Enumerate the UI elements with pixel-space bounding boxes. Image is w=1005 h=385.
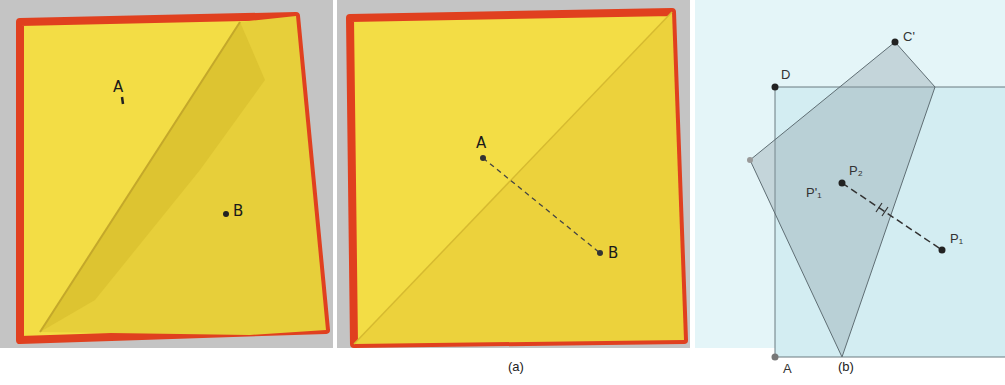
folded-flap	[750, 42, 935, 357]
photo-folded-paper	[0, 0, 333, 348]
fold-crease	[40, 22, 240, 332]
photo-background	[0, 0, 333, 348]
photo-background	[337, 0, 690, 348]
point-mark	[223, 211, 229, 217]
point-label: P₁	[950, 232, 963, 245]
vertex-label: D	[781, 68, 790, 81]
dashed-segment	[483, 158, 600, 253]
vertex-label: C'	[903, 30, 915, 43]
paper-sheet	[350, 12, 684, 344]
paper-flap	[40, 16, 326, 335]
point-label: P₂	[849, 164, 863, 177]
point-mark	[597, 250, 603, 256]
photo-unfolded-paper	[337, 0, 690, 348]
tick-mark	[876, 203, 888, 216]
square-edge	[775, 357, 1005, 358]
vertex-label: A	[783, 362, 792, 375]
panel-caption: (b)	[838, 360, 854, 373]
square-edge	[775, 87, 776, 357]
geometry-diagram	[695, 0, 1005, 361]
point-label: A	[113, 80, 123, 95]
point-label: B	[608, 246, 618, 261]
point-dot	[939, 247, 946, 254]
point-label: B	[233, 204, 243, 219]
fold-crease	[354, 12, 672, 344]
panel-caption: (a)	[508, 360, 524, 373]
point-label: P'₁	[806, 186, 822, 199]
point-mark	[122, 97, 123, 104]
vertex-dot	[747, 157, 753, 163]
point-dot	[839, 180, 846, 187]
point-label: A	[476, 136, 486, 151]
vertex-dot	[892, 39, 899, 46]
fold-shadow	[40, 22, 265, 332]
vertex-dot	[772, 354, 779, 361]
paper-sheet	[20, 16, 326, 340]
point-mark	[480, 155, 486, 161]
vertex-dot	[772, 84, 779, 91]
paper-half	[354, 12, 684, 344]
dashed-segment	[842, 183, 942, 250]
